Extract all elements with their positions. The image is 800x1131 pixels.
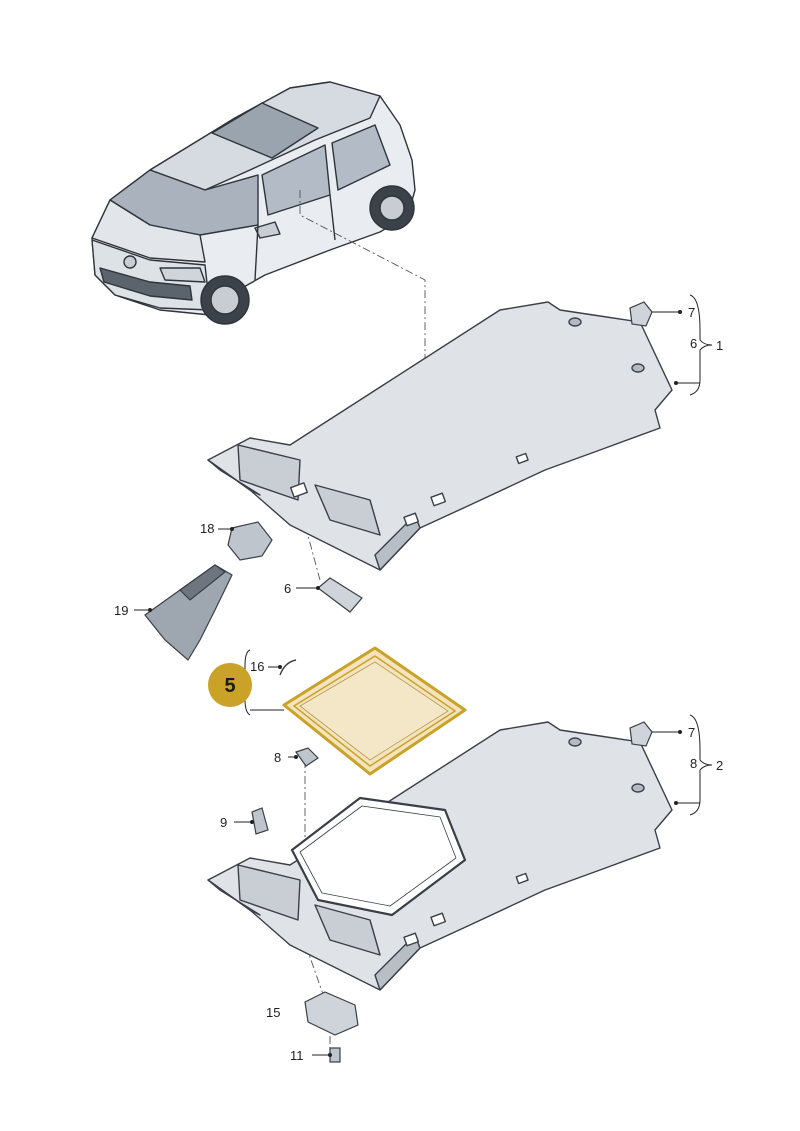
callout-16: 16: [250, 659, 264, 674]
part-clip-7-top: [629, 301, 653, 327]
part-18-bracket: [227, 521, 273, 561]
car-illustration: [91, 81, 416, 325]
callout-lines: [134, 294, 713, 1056]
headliner-top: [207, 301, 673, 571]
part-6-lamp-top: [317, 577, 363, 613]
highlighted-seal-part-5[interactable]: [282, 646, 467, 776]
callout-8-right: 8: [690, 756, 697, 771]
callout-18: 18: [200, 521, 214, 536]
part-15-lamp-bottom: [304, 991, 359, 1036]
callout-9: 9: [220, 815, 227, 830]
highlight-badge-5[interactable]: 5: [208, 663, 252, 707]
callout-1: 1: [716, 338, 723, 353]
part-16-clip: [279, 659, 297, 676]
part-8-clip: [295, 747, 319, 767]
part-9-clip: [251, 807, 269, 835]
callout-15: 15: [266, 1005, 280, 1020]
highlight-badge-label: 5: [224, 675, 235, 697]
callout-6-top-right: 6: [690, 336, 697, 351]
callout-19: 19: [114, 603, 128, 618]
headliner-bottom: [207, 721, 673, 991]
callout-7-top: 7: [688, 305, 695, 320]
callout-2: 2: [716, 758, 723, 773]
callout-8-clip: 8: [274, 750, 281, 765]
part-19-pillar-trim: [144, 564, 233, 661]
callout-7-bottom: 7: [688, 725, 695, 740]
part-clip-7-bottom: [629, 721, 653, 747]
callout-6-lamp: 6: [284, 581, 291, 596]
callout-11: 11: [290, 1048, 304, 1063]
callout-dots: [148, 310, 682, 1057]
